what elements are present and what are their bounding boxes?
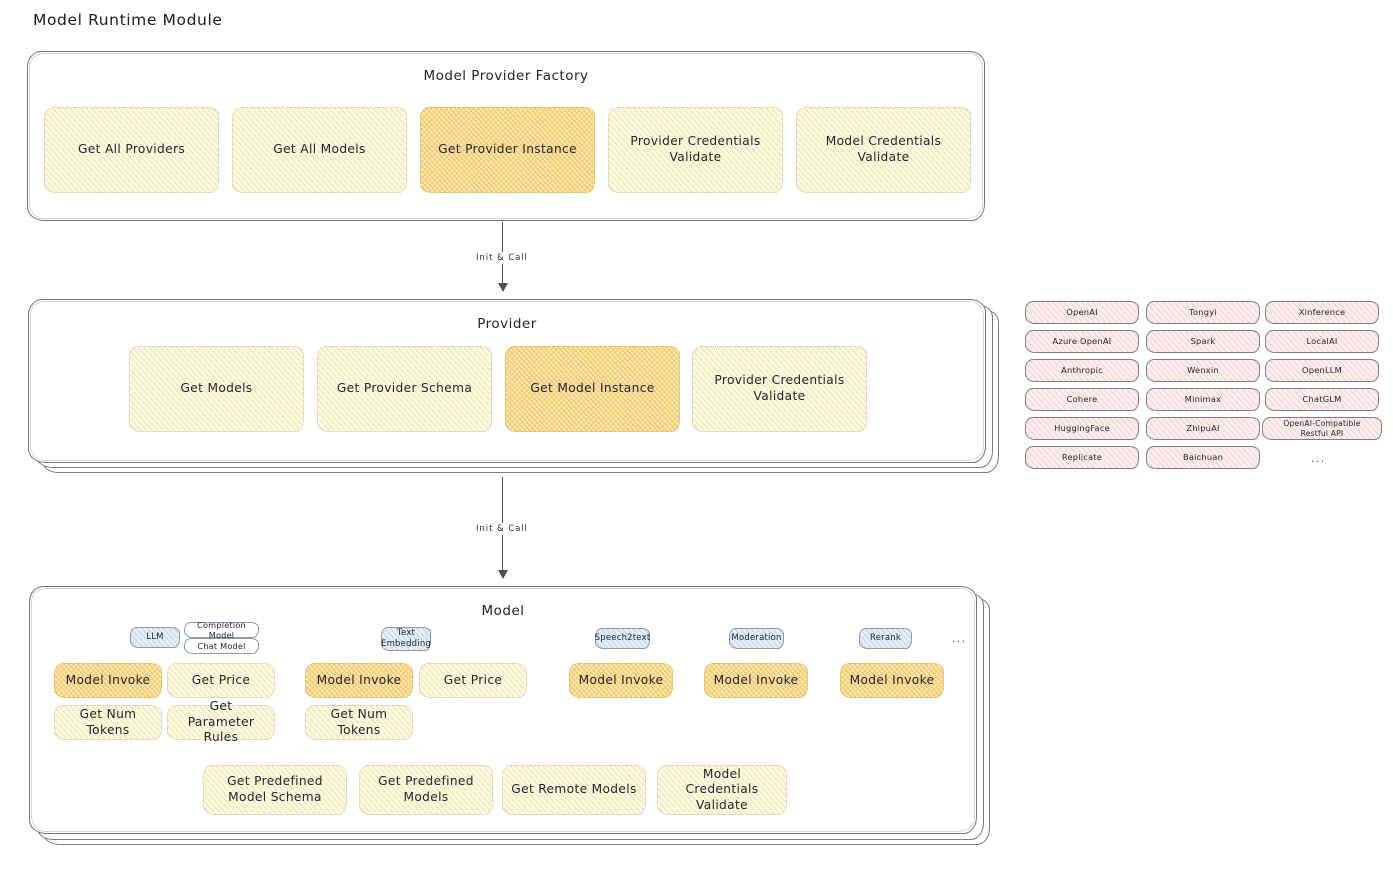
provider-pill-openai[interactable]: OpenAI	[1025, 301, 1139, 324]
llm-method-get-num-tokens[interactable]: Get Num Tokens	[54, 705, 162, 740]
speech2text-method-model-invoke[interactable]: Model Invoke	[569, 663, 673, 698]
model-shared-get-remote-models[interactable]: Get Remote Models	[502, 765, 646, 815]
provider-pill-azure-openai[interactable]: Azure OpenAI	[1025, 330, 1139, 353]
model-type-llm[interactable]: LLM	[130, 627, 180, 648]
model-shared-get-predefined-model-schema[interactable]: Get Predefined Model Schema	[203, 765, 347, 815]
provider-pill-minimax[interactable]: Minimax	[1146, 388, 1260, 411]
provider-pill-xinference[interactable]: Xinference	[1265, 301, 1379, 324]
model-type-moderation[interactable]: Moderation	[729, 628, 784, 649]
model-type-rerank[interactable]: Rerank	[859, 628, 912, 649]
model-provider-factory-title: Model Provider Factory	[423, 68, 589, 84]
model-shared-get-predefined-models[interactable]: Get Predefined Models	[359, 765, 493, 815]
provider-title: Provider	[477, 316, 537, 332]
provider-item-get-models[interactable]: Get Models	[129, 346, 304, 432]
provider-pill-replicate[interactable]: Replicate	[1025, 446, 1139, 469]
provider-pill-huggingface[interactable]: HuggingFace	[1025, 417, 1139, 440]
page-title: Model Runtime Module	[33, 11, 223, 29]
arrow-factory-to-provider-head	[498, 283, 508, 292]
provider-pill-anthropic[interactable]: Anthropic	[1025, 359, 1139, 382]
model-type-speech2text[interactable]: Speech2text	[595, 628, 650, 649]
model-title: Model	[481, 603, 525, 619]
provider-pill-chatglm[interactable]: ChatGLM	[1265, 388, 1379, 411]
model-subtype-completion-model[interactable]: Completion Model	[184, 620, 259, 640]
factory-item-provider-credentials-validate[interactable]: Provider Credentials Validate	[608, 107, 783, 193]
rerank-method-model-invoke[interactable]: Model Invoke	[840, 663, 944, 698]
provider-pill-wenxin[interactable]: Wenxin	[1146, 359, 1260, 382]
factory-item-model-credentials-validate[interactable]: Model Credentials Validate	[796, 107, 971, 193]
factory-item-get-all-providers[interactable]: Get All Providers	[44, 107, 219, 193]
provider-pill-spark[interactable]: Spark	[1146, 330, 1260, 353]
llm-method-get-price[interactable]: Get Price	[167, 663, 275, 698]
provider-pill-baichuan[interactable]: Baichuan	[1146, 446, 1260, 469]
text-embedding-method-get-price[interactable]: Get Price	[419, 663, 527, 698]
arrow-factory-to-provider-label: Init & Call	[472, 252, 532, 264]
model-type-text-embedding[interactable]: Text Embedding	[381, 627, 432, 651]
provider-pill-localai[interactable]: LocalAI	[1265, 330, 1379, 353]
arrow-provider-to-model-head	[498, 570, 508, 579]
text-embedding-method-get-num-tokens[interactable]: Get Num Tokens	[305, 705, 413, 740]
factory-item-get-all-models[interactable]: Get All Models	[232, 107, 407, 193]
provider-pill-tongyi[interactable]: Tongyi	[1146, 301, 1260, 324]
llm-method-model-invoke[interactable]: Model Invoke	[54, 663, 162, 698]
model-shared-model-credentials-validate[interactable]: Model Credentials Validate	[657, 765, 787, 815]
provider-pill-openai-compatible-restful-api[interactable]: OpenAI-Compatible Restful API	[1262, 417, 1382, 440]
provider-pill-zhipuai[interactable]: ZhipuAI	[1146, 417, 1260, 440]
model-subtype-chat-model[interactable]: Chat Model	[184, 638, 259, 654]
provider-list-more: ...	[1311, 452, 1326, 465]
llm-method-get-parameter-rules[interactable]: Get Parameter Rules	[167, 699, 275, 744]
text-embedding-method-model-invoke[interactable]: Model Invoke	[305, 663, 413, 698]
provider-pill-openllm[interactable]: OpenLLM	[1265, 359, 1379, 382]
factory-item-get-provider-instance[interactable]: Get Provider Instance	[420, 107, 595, 193]
model-types-more: ...	[952, 632, 967, 645]
arrow-provider-to-model-label: Init & Call	[472, 523, 532, 535]
provider-pill-cohere[interactable]: Cohere	[1025, 388, 1139, 411]
moderation-method-model-invoke[interactable]: Model Invoke	[704, 663, 808, 698]
provider-item-get-model-instance[interactable]: Get Model Instance	[505, 346, 680, 432]
provider-item-get-provider-schema[interactable]: Get Provider Schema	[317, 346, 492, 432]
provider-item-provider-credentials-validate[interactable]: Provider Credentials Validate	[692, 346, 867, 432]
